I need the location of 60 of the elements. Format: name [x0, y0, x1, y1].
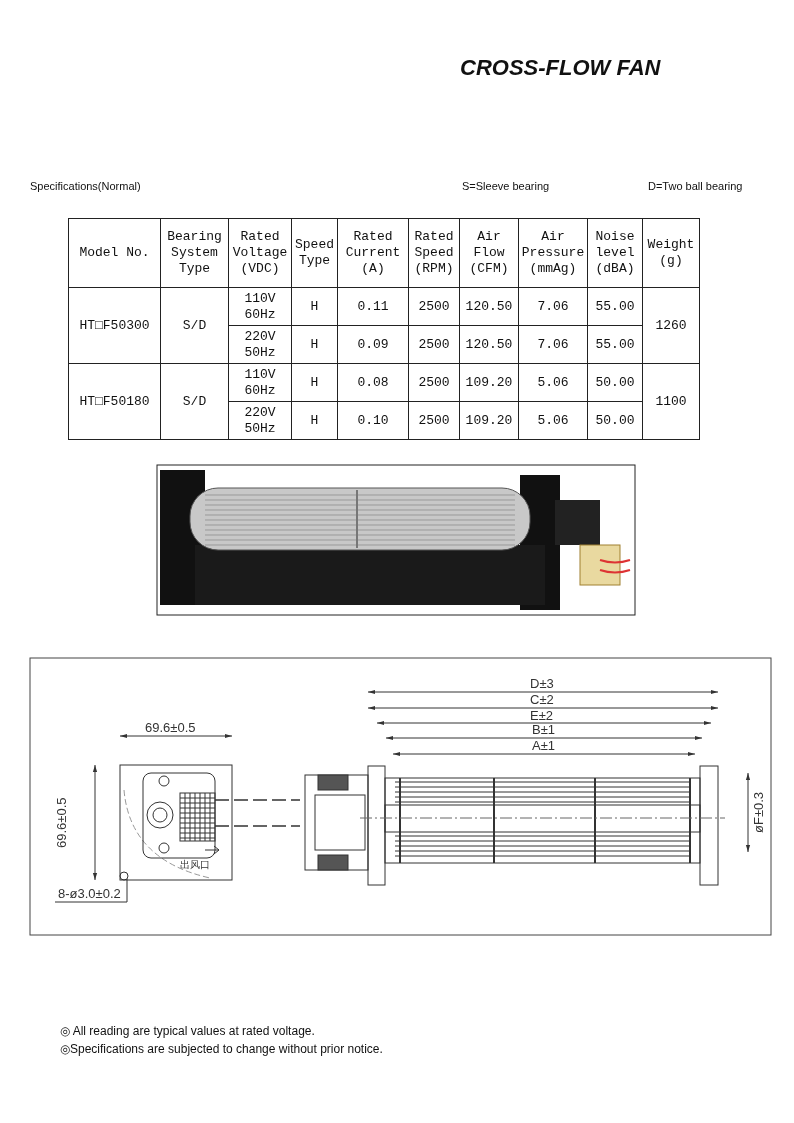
footnote: ◎ All reading are typical values at rated voltage. [60, 1024, 315, 1038]
table-cell: 55.00 [587, 287, 643, 326]
table-cell: H [291, 401, 338, 440]
column-header: Rated Speed (RPM) [408, 218, 460, 288]
column-header: Weight (g) [642, 218, 700, 288]
table-cell: S/D [160, 363, 229, 440]
table-cell: 109.20 [459, 363, 519, 402]
mounting-hole [119, 871, 129, 881]
dimension-label: 出风口 [180, 859, 210, 870]
table-cell: 220V 50Hz [228, 325, 292, 364]
spec-note: Specifications(Normal) [30, 180, 141, 192]
table-cell: 2500 [408, 325, 460, 364]
table-cell: 0.08 [337, 363, 409, 402]
table-cell: 7.06 [518, 325, 588, 364]
table-cell: 7.06 [518, 287, 588, 326]
table-cell: 5.06 [518, 363, 588, 402]
table-cell: 50.00 [587, 363, 643, 402]
table-cell: 2500 [408, 401, 460, 440]
table-cell: 2500 [408, 287, 460, 326]
column-header: Air Flow (CFM) [459, 218, 519, 288]
spec-note: D=Two ball bearing [648, 180, 743, 192]
leader-line [54, 878, 128, 903]
table-cell: 1260 [642, 287, 700, 364]
table-cell: 220V 50Hz [228, 401, 292, 440]
column-header: Rated Current (A) [337, 218, 409, 288]
table-cell: 0.11 [337, 287, 409, 326]
column-header: Air Pressure (mmAg) [518, 218, 588, 288]
column-header: Speed Type [291, 218, 338, 288]
table-cell: HT□F50300 [68, 287, 161, 364]
spec-note: S=Sleeve bearing [462, 180, 550, 192]
dimension-label: 69.6±0.5 [55, 797, 69, 848]
table-cell: 5.06 [518, 401, 588, 440]
column-header: Noise level (dBA) [587, 218, 643, 288]
dimension-label: 69.6±0.5 [145, 721, 196, 735]
column-header: Bearing System Type [160, 218, 229, 288]
footnote: ◎Specifications are subjected to change without prior notice. [60, 1042, 383, 1056]
dimension-label: E±2 [530, 709, 554, 723]
column-header: Rated Voltage (VDC) [228, 218, 292, 288]
dimension-label: C±2 [530, 693, 554, 707]
table-cell: H [291, 287, 338, 326]
table-cell: H [291, 325, 338, 364]
table-cell: 0.09 [337, 325, 409, 364]
table-cell: 110V 60Hz [228, 363, 292, 402]
dimension-label: øF±0.3 [752, 791, 766, 833]
table-cell: S/D [160, 287, 229, 364]
table-cell: 1100 [642, 363, 700, 440]
table-cell: 109.20 [459, 401, 519, 440]
table-cell: 120.50 [459, 287, 519, 326]
dimension-label: D±3 [530, 677, 554, 691]
table-cell: 120.50 [459, 325, 519, 364]
table-cell: H [291, 363, 338, 402]
table-cell: HT□F50180 [68, 363, 161, 440]
dimension-label: B±1 [532, 723, 556, 737]
table-cell: 2500 [408, 363, 460, 402]
table-cell: 110V 60Hz [228, 287, 292, 326]
table-cell: 0.10 [337, 401, 409, 440]
page-title: CROSS-FLOW FAN [460, 55, 661, 81]
dimension-label: A±1 [532, 739, 556, 753]
dimension-label: 8-ø3.0±0.2 [58, 887, 121, 901]
column-header: Model No. [68, 218, 161, 288]
